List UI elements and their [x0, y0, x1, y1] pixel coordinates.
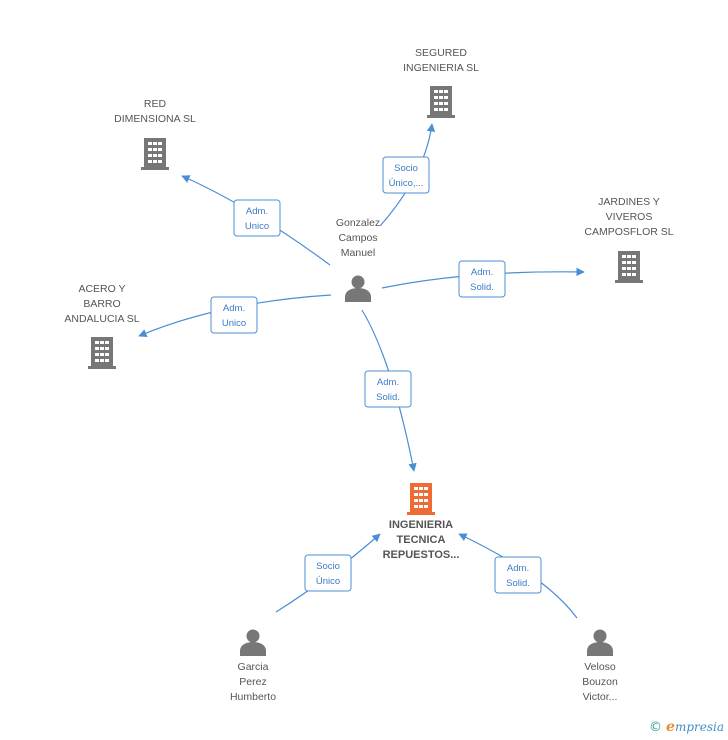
edge-label-line: Adm. [377, 377, 399, 388]
node-label-line: REPUESTOS... [383, 549, 460, 561]
node-segured[interactable]: SEGURED INGENIERIA SL [403, 47, 479, 118]
edge-label-center-to-segured[interactable]: SocioÚnico,... [382, 156, 430, 194]
edge-label-line: Solid. [470, 282, 494, 293]
edge-label-veloso-to-ingenieria[interactable]: Adm. Solid. [494, 556, 542, 594]
person-icon [345, 275, 371, 302]
edge-label-line: Adm. [246, 206, 268, 217]
edge-label-line: Solid. [376, 392, 400, 403]
node-label-line: Gonzalez [336, 217, 380, 229]
brand-logo: empresia [666, 719, 724, 735]
edge-label-center-to-ingenieria[interactable]: Adm. Solid. [364, 370, 412, 408]
edge-label-box [382, 156, 430, 194]
edge-label-line: Adm. [471, 267, 493, 278]
edge-label-line: Único [316, 576, 340, 587]
edge-label-center-to-red[interactable]: Adm. Unico [233, 199, 281, 237]
edge-label-line: Solid. [506, 578, 530, 589]
node-label-line: ACERO Y [78, 283, 125, 295]
edge-label-box [304, 554, 352, 592]
node-label-line: BARRO [83, 298, 120, 310]
edge-label-line: Socio [316, 561, 340, 572]
edge-label-box [233, 199, 281, 237]
edge-label-center-to-acero[interactable]: Adm. Unico [210, 296, 258, 334]
edge-label-center-to-jardines[interactable]: Adm. Solid. [458, 260, 506, 298]
building-icon [141, 138, 169, 170]
node-label-line: Manuel [341, 247, 375, 259]
node-label-line: Bouzon [582, 676, 618, 688]
node-label-line: Humberto [230, 691, 276, 703]
node-ingenieria[interactable]: INGENIERIA TECNICA REPUESTOS... [383, 483, 460, 561]
person-icon [587, 629, 613, 656]
edge-label-box [364, 370, 412, 408]
building-icon-focus [407, 483, 435, 515]
node-label-line: VIVEROS [606, 211, 653, 223]
node-label-line: RED [144, 98, 167, 110]
copyright-icon: © [649, 719, 663, 735]
node-label-line: Perez [239, 676, 266, 688]
node-label-line: INGENIERIA [389, 519, 453, 531]
edge-label-line: Único,... [389, 178, 424, 189]
building-icon [427, 86, 455, 118]
node-veloso[interactable]: VelosoBouzonVictor... [582, 629, 618, 704]
node-label-line: Garcia [238, 661, 269, 673]
edge-label-line: Adm. [223, 303, 245, 314]
node-label-line: TECNICA [397, 534, 446, 546]
edge-label-box [210, 296, 258, 334]
edge-label-line: Socio [394, 163, 418, 174]
node-red[interactable]: RED DIMENSIONA SL [114, 98, 196, 170]
edge-label-line: Adm. [507, 563, 529, 574]
edge-label-box [494, 556, 542, 594]
node-label-line: Victor... [583, 691, 618, 703]
node-label-line: Campos [338, 232, 377, 244]
node-label-line: ANDALUCIA SL [64, 313, 139, 325]
node-label-line: CAMPOSFLOR SL [584, 226, 673, 238]
person-icon [240, 629, 266, 656]
edge-label-line: Unico [245, 221, 269, 232]
edge-label-box [458, 260, 506, 298]
node-label-line: INGENIERIA SL [403, 62, 479, 74]
node-label-line: SEGURED [415, 47, 467, 59]
node-label-line: DIMENSIONA SL [114, 113, 196, 125]
node-acero[interactable]: ACERO Y BARRO ANDALUCIA SL [64, 283, 140, 369]
building-icon [615, 251, 643, 283]
building-icon [88, 337, 116, 369]
node-label-line: JARDINES Y [598, 196, 660, 208]
node-jardines[interactable]: JARDINES Y VIVEROS CAMPOSFLOR SL [584, 196, 674, 283]
node-label-line: Veloso [584, 661, 616, 673]
edge-label-line: Unico [222, 318, 246, 329]
footer-brand: © empresia [649, 718, 724, 736]
